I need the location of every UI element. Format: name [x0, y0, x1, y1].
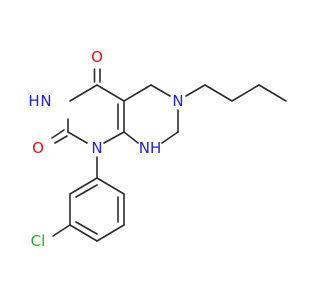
bond [52, 224, 71, 237]
bond [103, 131, 125, 144]
bond [258, 84, 287, 102]
bond [150, 84, 171, 97]
bond [204, 84, 233, 102]
oxygen-label-top: O [91, 48, 103, 66]
bond [51, 129, 65, 139]
molecule-drawing: O O H N N N NH Cl [28, 48, 287, 250]
bond [185, 84, 206, 97]
bond [231, 84, 260, 102]
bond [75, 184, 98, 198]
bond [54, 135, 68, 144]
n1-label: N [91, 139, 102, 157]
bond [75, 221, 98, 235]
chlorine-label: Cl [31, 232, 46, 250]
bond [67, 131, 88, 144]
bond [161, 131, 179, 144]
bond [96, 224, 125, 242]
n6-label: N [172, 92, 183, 110]
bond [69, 224, 98, 242]
bond [96, 177, 125, 195]
bond [69, 84, 98, 102]
bond [96, 84, 125, 102]
bond [69, 177, 98, 195]
bond [123, 84, 152, 102]
bond [123, 131, 139, 144]
nh-label-upper-h: H [28, 92, 39, 110]
nh-label-lower: NH [139, 139, 162, 157]
nh-label-upper-n: N [40, 92, 51, 110]
oxygen-label-left: O [32, 139, 44, 157]
structure-svg: O O H N N N NH Cl [28, 48, 287, 250]
